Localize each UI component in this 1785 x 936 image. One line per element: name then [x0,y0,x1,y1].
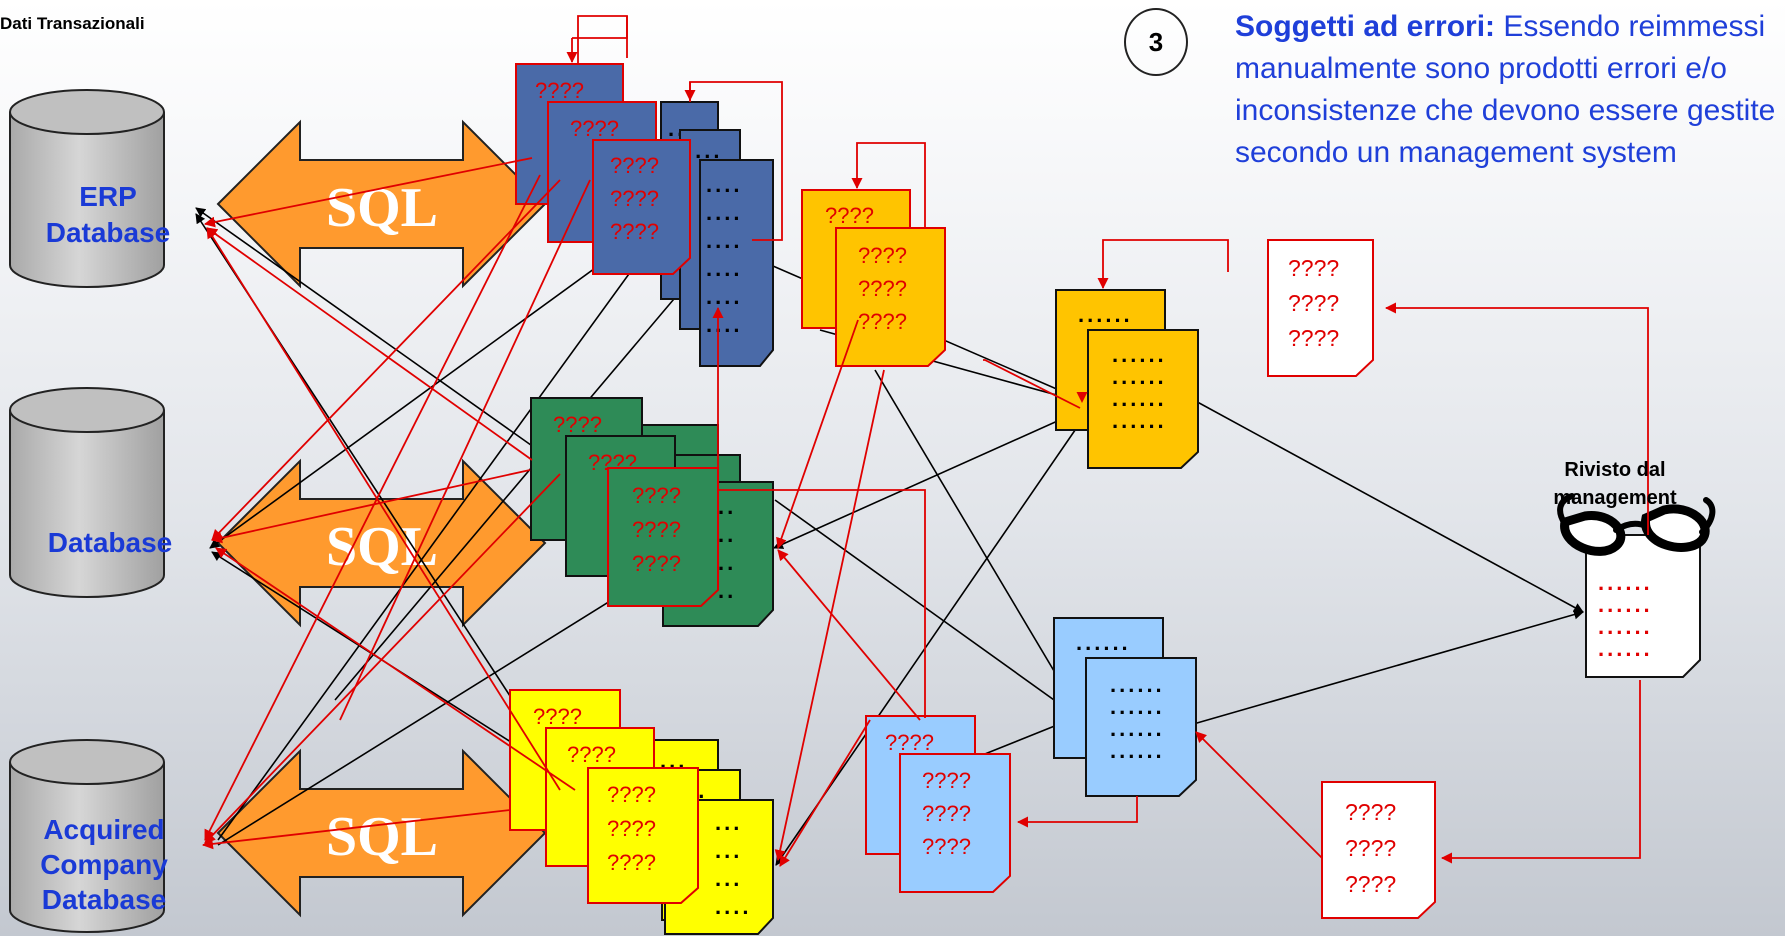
svg-text:????: ???? [535,78,584,103]
reviewer-line-1: Rivisto dal [1564,459,1666,481]
doc-white-top: ???????????? [1267,239,1374,377]
database-label: Database [42,884,167,915]
svg-text:????: ???? [632,483,681,508]
doc-stack-lightblue-small: ???? ???????????? [865,715,1011,893]
sql-arrow-3: SQL [216,748,547,918]
database-label: Company [40,849,168,880]
svg-text:????: ???? [533,704,582,729]
doc-stack-lightblue-dotted: ...... ........................ [1053,617,1197,797]
svg-text:...: ... [715,866,742,891]
svg-text:....: .... [706,200,742,225]
svg-text:..: .. [718,578,736,603]
svg-text:....: .... [706,312,742,337]
doc-white-bottom: ???????????? [1321,781,1436,919]
doc-stack-orange-small: ???? ???????????? [801,189,946,367]
svg-text:......: ...... [1110,716,1165,741]
diagram-title: Dati Transazionali [0,14,145,33]
svg-text:????: ???? [1345,799,1396,825]
error-note-heading: Soggetti ad errori: [1235,10,1496,43]
database-label: Database [48,527,173,558]
svg-text:????: ???? [858,243,907,268]
svg-text:????: ???? [632,517,681,542]
reviewed-report: ...... ...... ...... ...... [1585,534,1701,678]
svg-text:...: ... [715,838,742,863]
svg-text:....: .... [706,284,742,309]
svg-text:....: .... [706,172,742,197]
svg-text:......: ...... [1112,408,1167,433]
doc-stack-green: ... ... ........ ???? ???? ???????????? [530,397,774,627]
sql-arrow-2: SQL [216,458,547,628]
svg-text:????: ???? [553,412,602,437]
svg-text:????: ???? [567,742,616,767]
svg-text:....: .... [715,894,751,919]
svg-text:????: ???? [607,816,656,841]
database-label: Database [46,217,171,248]
svg-text:......: ...... [1598,592,1653,617]
svg-text:????: ???? [922,768,971,793]
reviewer-line-2: management [1553,487,1677,509]
step-number-badge: 3 [1124,8,1188,76]
doc-stack-blue: .... .... ........................ ???? … [515,63,774,367]
svg-text:????: ???? [1345,871,1396,897]
svg-text:..: .. [718,550,736,575]
database-label: ERP [79,181,137,212]
svg-text:......: ...... [1110,738,1165,763]
svg-text:......: ...... [1078,302,1133,327]
svg-text:..: .. [718,522,736,547]
svg-text:..: .. [718,494,736,519]
svg-text:????: ???? [610,153,659,178]
svg-text:????: ???? [632,551,681,576]
svg-text:????: ???? [570,116,619,141]
svg-text:????: ???? [607,850,656,875]
database-erp: ERP Database [9,89,171,288]
svg-text:????: ???? [1345,835,1396,861]
red-connections [202,15,1649,867]
glasses-icon [1557,493,1716,556]
svg-text:....: .... [686,138,722,163]
svg-text:????: ???? [825,203,874,228]
svg-text:????: ???? [1288,325,1339,351]
svg-text:....: .... [706,228,742,253]
svg-text:......: ...... [1110,672,1165,697]
database-generic: Database [9,387,173,598]
database-acquired: Acquired Company Database [9,739,168,933]
doc-stack-yellow: ... ... ............. ???? ???? ????????… [509,689,774,935]
svg-text:......: ...... [1076,630,1131,655]
svg-text:????: ???? [1288,290,1339,316]
svg-text:......: ...... [1598,570,1653,595]
svg-text:......: ...... [1598,636,1653,661]
svg-text:......: ...... [1112,386,1167,411]
svg-text:....: .... [706,256,742,281]
svg-text:......: ...... [1112,342,1167,367]
svg-text:????: ???? [610,186,659,211]
svg-text:...: ... [715,810,742,835]
svg-text:????: ???? [922,801,971,826]
error-note: Soggetti ad errori: Essendo reimmessi ma… [1235,6,1785,174]
svg-text:????: ???? [885,730,934,755]
svg-text:????: ???? [858,309,907,334]
sql-label: SQL [326,177,438,239]
svg-text:......: ...... [1112,364,1167,389]
svg-text:????: ???? [610,219,659,244]
reviewer-label: Rivisto dal management [1540,456,1690,512]
svg-text:......: ...... [1598,614,1653,639]
sql-label: SQL [326,806,438,868]
svg-text:????: ???? [1288,255,1339,281]
svg-text:????: ???? [607,782,656,807]
svg-text:......: ...... [1110,694,1165,719]
doc-stack-orange-dotted: ...... ........................ [1055,289,1199,469]
error-note-text: Essendo reimmessi manualmente sono prodo… [1235,10,1776,169]
svg-text:????: ???? [922,834,971,859]
database-label: Acquired [43,814,164,845]
svg-text:????: ???? [858,276,907,301]
